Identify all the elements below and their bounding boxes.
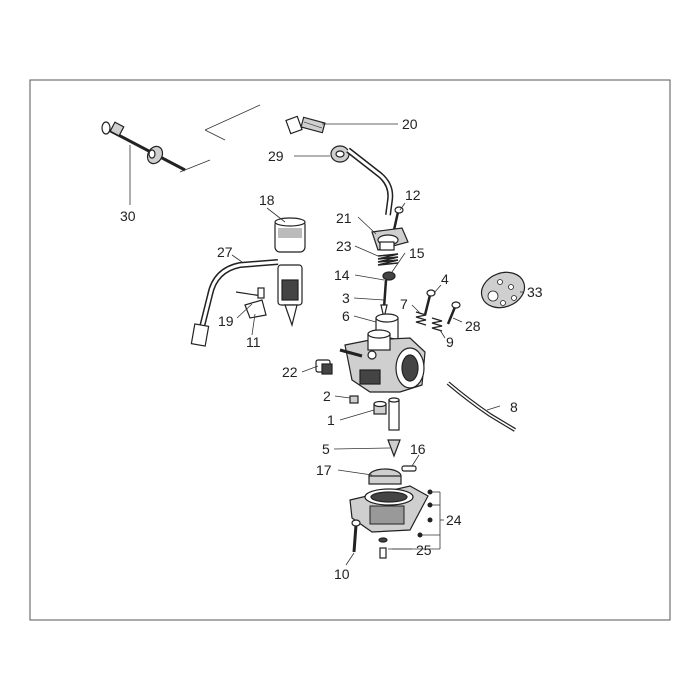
callout-12: 12 [405, 187, 421, 203]
callout-30: 30 [120, 208, 136, 224]
bracket-dots [417, 489, 433, 538]
part-18-cap [274, 217, 306, 253]
callout-24: 24 [446, 512, 462, 528]
callout-16: 16 [410, 441, 426, 457]
callout-2: 2 [323, 388, 331, 404]
callout-4: 4 [441, 271, 449, 287]
callout-1: 1 [327, 412, 335, 428]
part-21-cover [371, 227, 409, 251]
callout-10: 10 [334, 566, 350, 582]
callout-9: 9 [446, 334, 454, 350]
part-8-hose [446, 381, 517, 432]
part-25-drain-screw [378, 537, 388, 559]
part-33-gasket [480, 271, 526, 309]
callout-25: 25 [416, 542, 432, 558]
part-24-bowl [349, 485, 429, 533]
part-5-needle-valve [387, 397, 401, 458]
part-15-clip [382, 271, 396, 281]
callout-7: 7 [400, 296, 408, 312]
callout-29: 29 [268, 148, 284, 164]
part-16-pin [401, 465, 417, 472]
diagram-frame [29, 79, 671, 621]
callout-18: 18 [259, 192, 275, 208]
part-17-float [368, 468, 402, 485]
callout-3: 3 [342, 290, 350, 306]
part-4-screw [423, 289, 436, 316]
callout-23: 23 [336, 238, 352, 254]
part-12-screw [392, 206, 404, 231]
callout-6: 6 [342, 308, 350, 324]
callout-5: 5 [322, 441, 330, 457]
part-9-spring [431, 317, 443, 332]
callout-22: 22 [282, 364, 298, 380]
callout-11: 11 [246, 334, 261, 350]
part-10-screw [351, 519, 361, 553]
part-28-screw [446, 301, 461, 325]
part-2-jet [349, 395, 359, 404]
part-7-spring [415, 311, 427, 326]
leader-lines [129, 123, 523, 566]
part-20-fitting [285, 115, 326, 135]
part-27-choke [190, 259, 303, 347]
callout-14: 14 [334, 267, 350, 283]
part-1-jet [373, 400, 387, 415]
carburetor-body [339, 329, 426, 393]
part-29-nut-pipe [330, 145, 394, 216]
callout-20: 20 [402, 116, 418, 132]
callout-21: 21 [336, 210, 352, 226]
guide-line-30 [179, 104, 261, 173]
part-22-fitting [315, 359, 333, 375]
callout-19: 19 [218, 313, 234, 329]
callout-15: 15 [409, 245, 425, 261]
callout-28: 28 [465, 318, 481, 334]
part-30-bolt [101, 121, 186, 172]
part-23-spring [377, 253, 399, 266]
callout-17: 17 [316, 462, 332, 478]
callout-33: 33 [527, 284, 543, 300]
part-14-needle [380, 279, 388, 319]
callout-8: 8 [510, 399, 518, 415]
callout-27: 27 [217, 244, 233, 260]
